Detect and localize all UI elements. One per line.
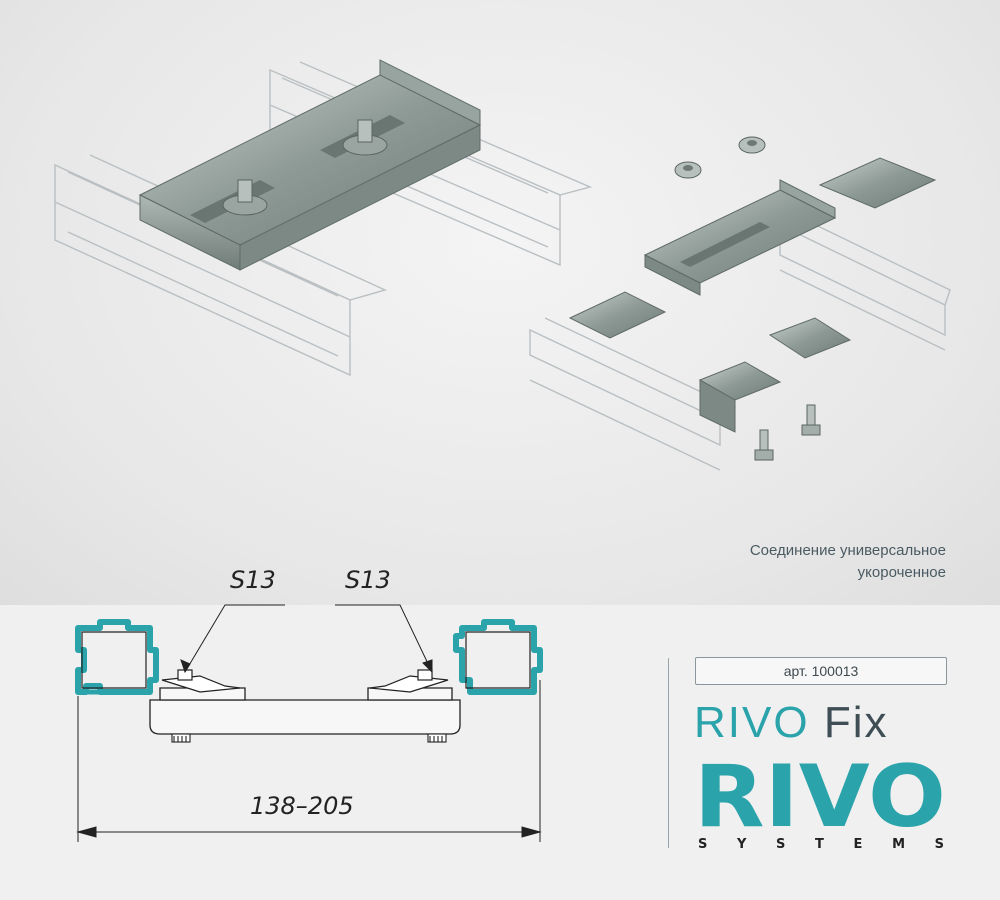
caption-line-1: Соединение универсальное [749, 542, 946, 559]
profile-right-inner [465, 631, 531, 689]
product-name-part2: Fix [823, 698, 889, 747]
assembled-nut-left [222, 179, 268, 216]
dimension-value: 138–205 [250, 792, 354, 820]
render-background [0, 0, 1000, 605]
product-caption: Соединение универсальное укороченное [586, 540, 946, 584]
exploded-bolt-2 [801, 404, 821, 436]
brand-logo: RIVO SYSTEMS [694, 758, 946, 852]
exploded-plate-top-right [818, 157, 937, 209]
exploded-nut-2 [738, 136, 766, 154]
article-number: арт. 100013 [695, 657, 947, 685]
exploded-plate-middle [768, 317, 852, 359]
wrench-size-left: S13 [230, 566, 276, 594]
technical-drawing: S13 S13 138–205 [75, 566, 543, 842]
bolt-left [171, 733, 191, 743]
wrench-size-right: S13 [345, 566, 391, 594]
profile-right [453, 619, 543, 695]
brand-logo-text: RIVO [694, 758, 946, 847]
assembled-bracket [138, 59, 482, 271]
caption-line-2: укороченное [857, 564, 946, 581]
product-name: RIVO Fix [694, 697, 950, 749]
product-render [54, 59, 951, 471]
profile-left-inner [81, 631, 147, 689]
bolt-right [427, 733, 447, 743]
product-name-part1: RIVO [694, 698, 810, 747]
exploded-nut-1 [674, 161, 702, 179]
leader-right [335, 604, 433, 674]
exploded-plate-left [568, 291, 667, 339]
exploded-bolt-1 [754, 429, 774, 461]
clamp-left [161, 669, 241, 693]
connector-plate [149, 687, 461, 735]
clamp-right [369, 669, 449, 693]
exploded-bracket [643, 179, 837, 296]
assembled-nut-right [342, 119, 388, 156]
exploded-plate-front [698, 361, 782, 433]
dimension-line [76, 680, 542, 842]
brand-divider [668, 658, 669, 848]
drawing-background [0, 605, 1000, 900]
leader-left [180, 604, 285, 674]
